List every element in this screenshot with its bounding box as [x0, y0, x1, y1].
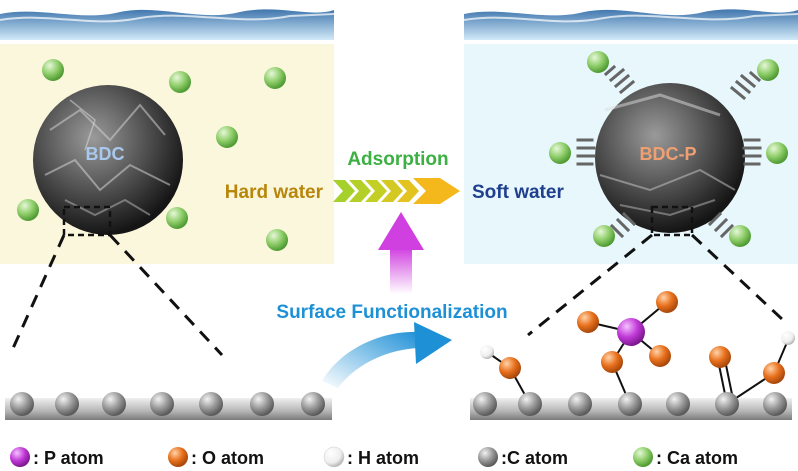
- zoom-lines: [8, 233, 785, 357]
- legend-label-o: : O atom: [191, 448, 264, 468]
- hard-water-caption: Hard water: [225, 182, 324, 203]
- functionalized-surface: [470, 291, 795, 420]
- soft-water-caption: Soft water: [472, 182, 564, 203]
- pristine-surface: [5, 392, 332, 420]
- legend-label-p: : P atom: [33, 448, 104, 468]
- ca-atoms-right: [549, 51, 788, 247]
- functionalization-label: Surface Functionalization: [276, 302, 507, 323]
- legend-label-c: :C atom: [501, 448, 568, 468]
- legend-item-h: : H atom: [323, 446, 419, 468]
- p-atom-icon: [10, 447, 30, 467]
- zoom-box-left: [62, 205, 112, 237]
- bdc-p-particle: BDC-P: [595, 83, 745, 233]
- legend-item-ca: : Ca atom: [633, 447, 738, 468]
- ca-atom-icon: [633, 447, 653, 467]
- legend-item-o: : O atom: [168, 447, 264, 468]
- legend-item-c: :C atom: [478, 447, 568, 468]
- legend-label-h: : H atom: [347, 448, 419, 468]
- bdc-particle: BDC: [33, 85, 183, 235]
- adsorption-label: Adsorption: [347, 149, 448, 170]
- o-atom-icon: [168, 447, 188, 467]
- functionalization-curve-arrow: [322, 322, 452, 388]
- c-atom-icon: [478, 447, 498, 467]
- zoom-box-right: [650, 205, 694, 237]
- legend-label-ca: : Ca atom: [656, 448, 738, 468]
- bdc-label: BDC: [86, 144, 125, 164]
- functionalization-up-arrow: [378, 212, 424, 294]
- bdc-p-label: BDC-P: [640, 144, 697, 164]
- legend: : P atom : O atom : H atom :C atom : Ca …: [10, 446, 738, 468]
- ca-atoms-left: [17, 59, 288, 251]
- legend-item-p: : P atom: [10, 447, 104, 468]
- adsorption-arrow: [333, 178, 460, 204]
- h-atom-icon: [323, 446, 345, 468]
